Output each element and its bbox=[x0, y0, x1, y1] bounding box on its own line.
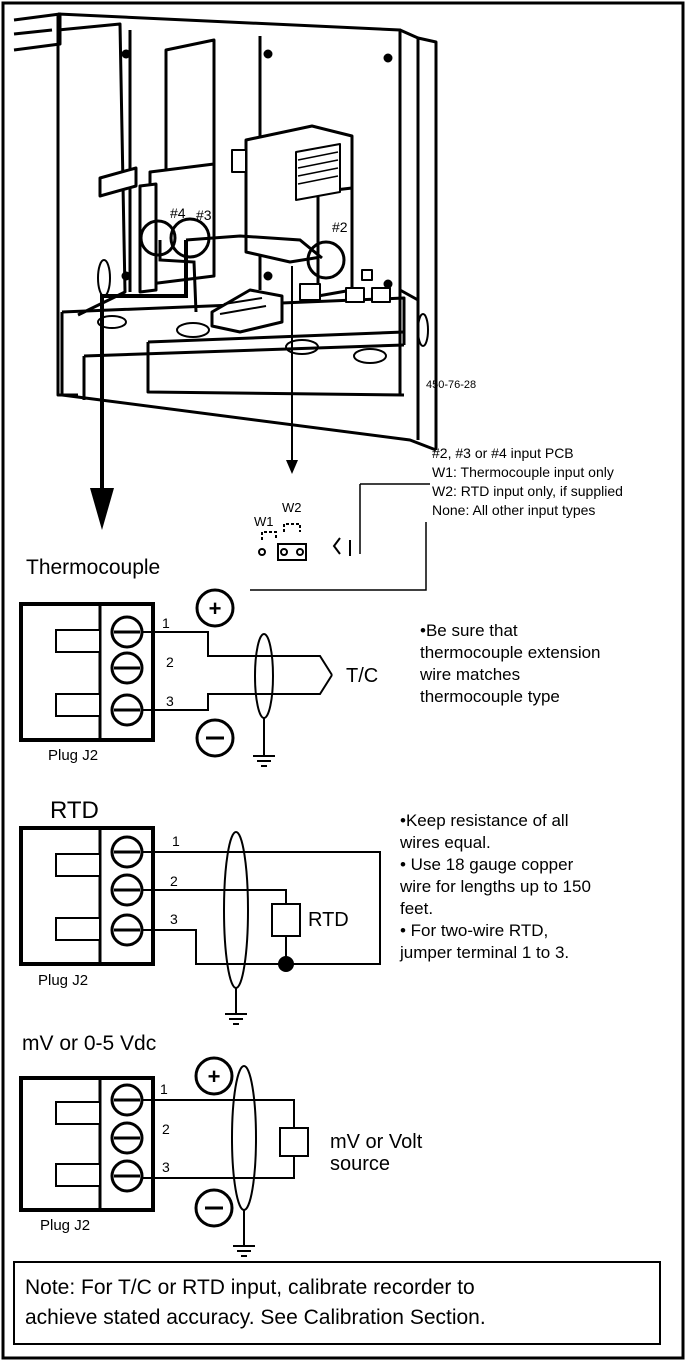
callout-circles bbox=[139, 217, 346, 280]
tc-term-1: 1 bbox=[162, 615, 170, 631]
jumper-detail: W2 W1 bbox=[254, 483, 430, 561]
pcb-notes-none: None: All other input types bbox=[432, 502, 595, 518]
thermocouple-section: Thermocouple 1 2 3 Plug J2 + T/C •Be sur… bbox=[19, 556, 601, 767]
rtd-term-2: 2 bbox=[170, 873, 178, 889]
tc-term-2: 2 bbox=[166, 654, 174, 670]
svg-text:+: + bbox=[208, 1064, 221, 1089]
pcb4-label: #4 bbox=[170, 205, 186, 221]
rtd-device-label: RTD bbox=[308, 909, 349, 931]
tc-term-3: 3 bbox=[166, 693, 174, 709]
rtd-term-3: 3 bbox=[170, 911, 178, 927]
tc-note-4: thermocouple type bbox=[420, 687, 560, 706]
rtd-note-1: •Keep resistance of all bbox=[400, 811, 569, 830]
tc-note-1: •Be sure that bbox=[420, 621, 518, 640]
tc-plus-symbol bbox=[195, 588, 235, 628]
tc-note-3: wire matches bbox=[419, 665, 520, 684]
rtd-title: RTD bbox=[50, 797, 99, 824]
svg-text:+: + bbox=[209, 596, 222, 621]
rtd-note-5: feet. bbox=[400, 899, 433, 918]
recorder-enclosure bbox=[13, 12, 438, 452]
down-arrow-to-thermocouple bbox=[90, 488, 114, 530]
rtd-plug-label: Plug J2 bbox=[38, 972, 88, 989]
rtd-note-3: • Use 18 gauge copper bbox=[400, 855, 574, 874]
mv-term-3: 3 bbox=[162, 1159, 170, 1175]
mv-device-line-1: mV or Volt bbox=[330, 1131, 423, 1153]
pcb3-label: #3 bbox=[196, 207, 212, 223]
rtd-note-2: wires equal. bbox=[399, 833, 491, 852]
pcb-notes: #2, #3 or #4 input PCB W1: Thermocouple … bbox=[432, 445, 623, 518]
rtd-note-6: • For two-wire RTD, bbox=[400, 921, 548, 940]
pcb-notes-w1: W1: Thermocouple input only bbox=[432, 464, 614, 480]
connector-leader bbox=[250, 522, 427, 591]
tc-device-label: T/C bbox=[346, 665, 378, 687]
pcb-notes-w2: W2: RTD input only, if supplied bbox=[432, 483, 623, 499]
rtd-note-4: wire for lengths up to 150 bbox=[399, 877, 591, 896]
mv-device-line-2: source bbox=[330, 1153, 390, 1175]
pcb-notes-title: #2, #3 or #4 input PCB bbox=[432, 445, 574, 461]
mv-section: mV or 0-5 Vdc 1 2 3 Plug J2 + mV or Volt… bbox=[19, 1032, 423, 1257]
down-arrow-to-jumper bbox=[286, 460, 298, 474]
input-pcbs bbox=[98, 38, 391, 334]
tc-plug-label: Plug J2 bbox=[48, 747, 98, 764]
mv-term-2: 2 bbox=[162, 1121, 170, 1137]
jumper-w1-label: W1 bbox=[254, 514, 274, 529]
figure-id: 450-76-28 bbox=[426, 379, 476, 391]
mv-title: mV or 0-5 Vdc bbox=[22, 1032, 156, 1055]
calibration-note-text: Note: For T/C or RTD input, calibrate re… bbox=[25, 1276, 486, 1329]
rtd-term-1: 1 bbox=[172, 833, 180, 849]
pcb2-label: #2 bbox=[332, 219, 348, 235]
rtd-note-7: jumper terminal 1 to 3. bbox=[399, 943, 569, 962]
calibration-note: Note: For T/C or RTD input, calibrate re… bbox=[13, 1261, 661, 1345]
tc-note-2: thermocouple extension bbox=[420, 643, 601, 662]
thermocouple-title: Thermocouple bbox=[26, 556, 160, 579]
mv-plus-symbol bbox=[194, 1056, 234, 1096]
mv-plug-label: Plug J2 bbox=[40, 1217, 90, 1234]
rtd-section: RTD 1 2 3 Plug J2 RTD •Keep resistance o… bbox=[19, 797, 591, 1025]
mv-term-1: 1 bbox=[160, 1081, 168, 1097]
jumper-w2-label: W2 bbox=[282, 500, 302, 515]
